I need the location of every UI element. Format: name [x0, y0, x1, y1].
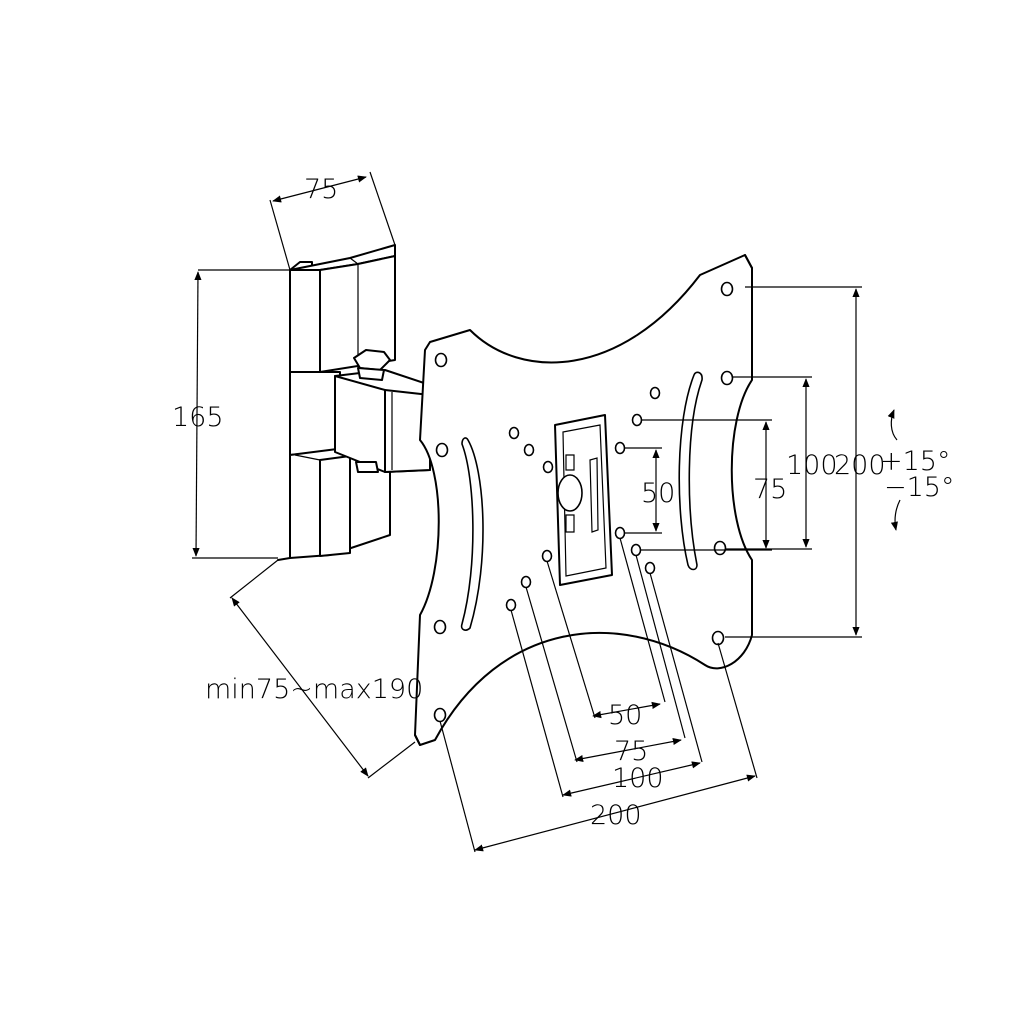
dimension-labels: 75 165 min75~max190 50 75 100 200 +15° −… — [172, 174, 954, 831]
wall-plate — [277, 244, 396, 561]
vesa-plate — [414, 254, 753, 746]
dim-tilt-up: +15° — [880, 446, 950, 477]
dim-vesa-h-50: 50 — [608, 700, 642, 731]
dimension-lines — [192, 171, 901, 853]
dim-vesa-v-100: 100 — [786, 450, 838, 481]
dim-wall-width: 75 — [304, 174, 338, 205]
dim-tilt-down: −15° — [884, 472, 954, 503]
dim-vesa-v-75: 75 — [753, 474, 787, 505]
swing-arm — [334, 349, 431, 473]
dim-vesa-h-200: 200 — [590, 800, 642, 831]
dim-extension: min75~max190 — [205, 674, 423, 705]
dim-vesa-v-50: 50 — [641, 478, 675, 509]
dim-vesa-v-200: 200 — [834, 450, 886, 481]
dim-vesa-h-75: 75 — [614, 736, 648, 767]
dim-vesa-h-100: 100 — [612, 763, 664, 794]
dim-wall-height: 165 — [172, 402, 224, 433]
